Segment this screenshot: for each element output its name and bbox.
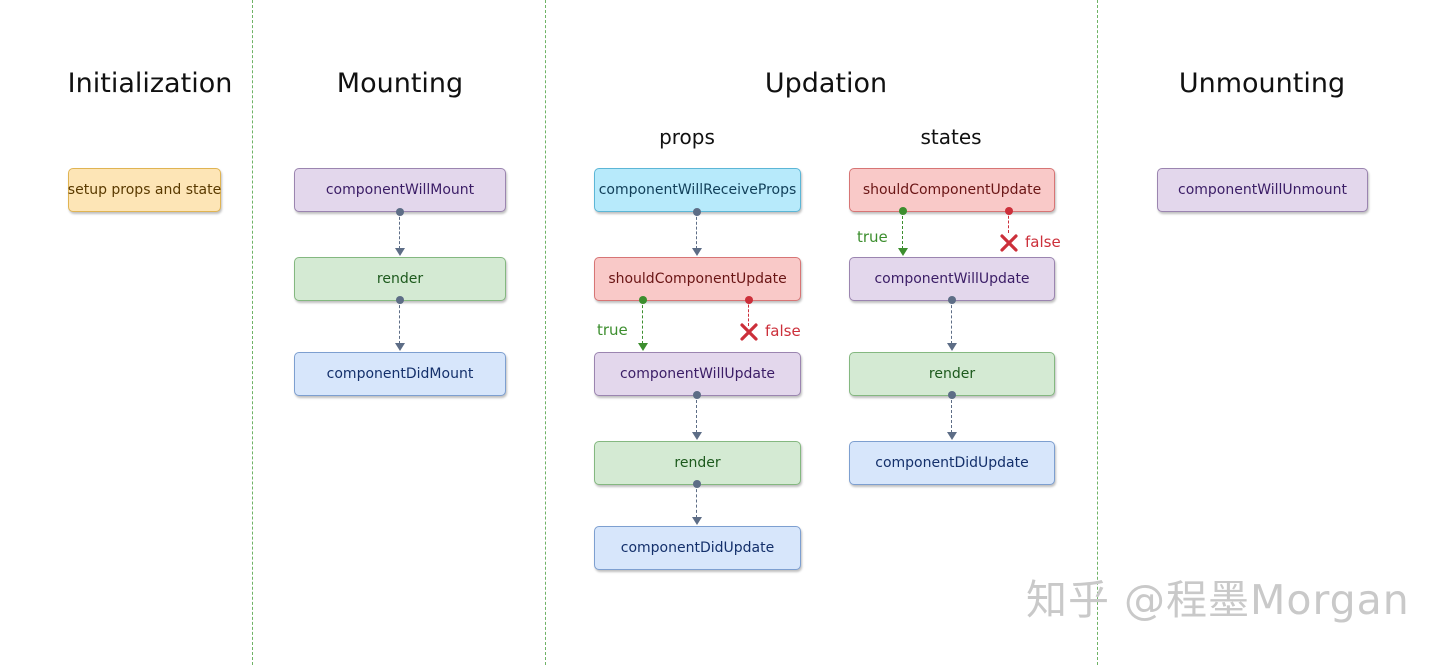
props-arrow-2 — [690, 391, 704, 440]
divider-initialization-mounting — [252, 0, 253, 665]
subsection-title-states: states — [920, 125, 982, 149]
props-arrow-1 — [690, 208, 704, 256]
props-arrow-3 — [690, 480, 704, 525]
states-false-cross-icon — [1000, 234, 1018, 252]
props-should-component-update-node: shouldComponentUpdate — [594, 257, 801, 301]
section-title-unmounting: Unmounting — [1178, 68, 1346, 99]
states-component-will-update-node: componentWillUpdate — [849, 257, 1055, 301]
props-component-will-receive-props-node: componentWillReceiveProps — [594, 168, 801, 212]
mount-component-did-mount-node: componentDidMount — [294, 352, 506, 396]
setup-props-and-state-node: setup props and state — [68, 168, 221, 212]
states-true-label: true — [857, 228, 888, 246]
states-false-branch — [1002, 207, 1016, 233]
unmount-component-will-unmount-node: componentWillUnmount — [1157, 168, 1368, 212]
props-false-branch — [742, 296, 756, 326]
states-arrow-2 — [945, 391, 959, 440]
divider-mounting-updation — [545, 0, 546, 665]
props-component-did-update-node: componentDidUpdate — [594, 526, 801, 570]
watermark: 知乎 @程墨Morgan — [1026, 576, 1410, 624]
props-false-label: false — [765, 322, 801, 340]
divider-updation-unmounting — [1097, 0, 1098, 665]
states-component-did-update-node: componentDidUpdate — [849, 441, 1055, 485]
states-should-component-update-node: shouldComponentUpdate — [849, 168, 1055, 212]
section-title-initialization: Initialization — [67, 68, 233, 99]
mount-arrow-1 — [393, 208, 407, 256]
states-false-label: false — [1025, 233, 1061, 251]
states-arrow-1 — [945, 296, 959, 351]
props-true-arrow — [636, 296, 650, 351]
section-title-mounting: Mounting — [336, 68, 464, 99]
mount-arrow-2 — [393, 296, 407, 351]
subsection-title-props: props — [659, 125, 715, 149]
props-false-cross-icon — [740, 323, 758, 341]
mount-component-will-mount-node: componentWillMount — [294, 168, 506, 212]
props-render-node: render — [594, 441, 801, 485]
props-component-will-update-node: componentWillUpdate — [594, 352, 801, 396]
props-true-label: true — [597, 321, 628, 339]
states-true-arrow — [896, 207, 910, 256]
mount-render-node: render — [294, 257, 506, 301]
section-title-updation: Updation — [764, 68, 888, 99]
states-render-node: render — [849, 352, 1055, 396]
